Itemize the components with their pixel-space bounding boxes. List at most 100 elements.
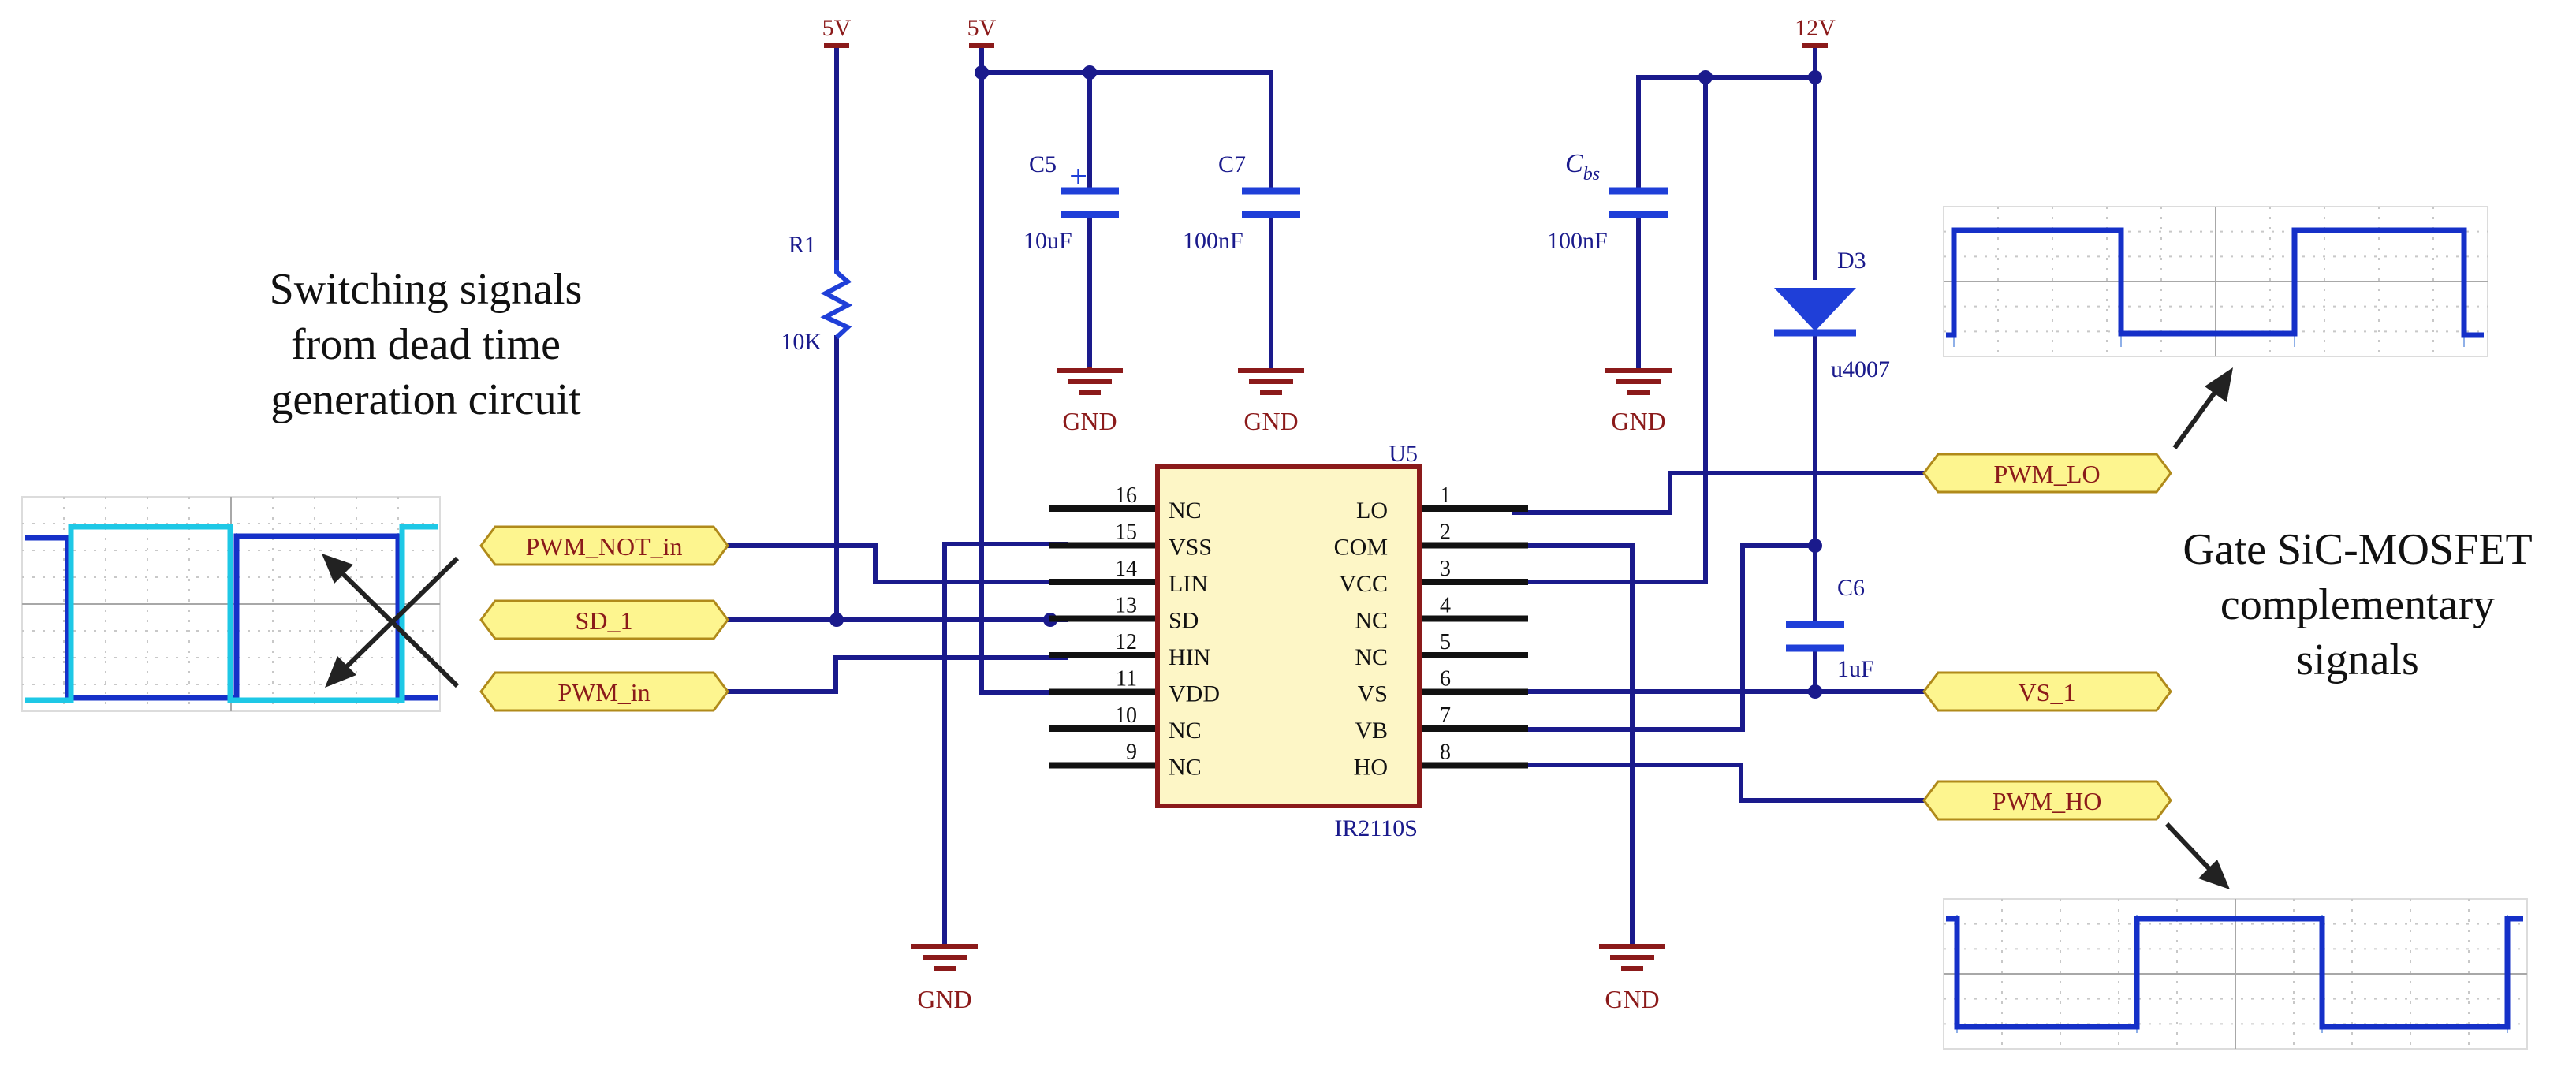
supply-label: 12V bbox=[1795, 15, 1836, 41]
capacitor-c6: C6 1uF bbox=[1786, 575, 1874, 682]
ic-pin-number: 8 bbox=[1440, 740, 1451, 765]
component-value: 10K bbox=[781, 329, 822, 355]
component-ref: C7 bbox=[1218, 151, 1246, 177]
port-pwm-ho: PWM_HO bbox=[1922, 780, 2172, 821]
wires bbox=[727, 43, 1926, 945]
ic-pin-number: 10 bbox=[1115, 703, 1137, 728]
supply-5v-caps: 5V bbox=[967, 15, 997, 48]
component-ref-sub: bs bbox=[1583, 164, 1600, 185]
component-ref: C6 bbox=[1837, 575, 1865, 601]
ic-pin-name: NC bbox=[1169, 498, 1202, 524]
component-ref-main: C bbox=[1565, 149, 1583, 178]
ic-pin-name: VS bbox=[1358, 681, 1388, 707]
ic-pin-number: 15 bbox=[1115, 520, 1137, 545]
port-label: PWM_NOT_in bbox=[525, 532, 682, 561]
ic-pin-name: NC bbox=[1169, 718, 1202, 744]
ground-symbol-c5: GND bbox=[1057, 367, 1123, 435]
input-scope-waveform bbox=[21, 496, 441, 712]
capacitor-c7: C7 100nF bbox=[1183, 151, 1300, 254]
caption-line: complementary bbox=[2220, 580, 2495, 629]
ground-label: GND bbox=[1243, 407, 1298, 435]
right-caption: Gate SiC-MOSFET complementary signals bbox=[2183, 525, 2532, 684]
ic-pin-number: 12 bbox=[1115, 630, 1137, 654]
ic-pins bbox=[1049, 505, 1528, 769]
caption-line: generation circuit bbox=[270, 375, 581, 424]
crossed-arrows bbox=[322, 554, 460, 688]
port-label: PWM_HO bbox=[1993, 787, 2102, 815]
ground-label: GND bbox=[1611, 407, 1665, 435]
ho-scope-waveform bbox=[1943, 898, 2528, 1050]
caption-line: Gate SiC-MOSFET bbox=[2183, 525, 2532, 574]
ground-label: GND bbox=[917, 985, 971, 1013]
ic-pin-name: LO bbox=[1356, 498, 1388, 524]
port-pwm-not-in: PWM_NOT_in bbox=[479, 525, 729, 566]
ground-symbol-com: GND bbox=[1599, 944, 1665, 1013]
ic-pin-name: VCC bbox=[1339, 571, 1388, 597]
ic-pin-number: 14 bbox=[1115, 557, 1137, 581]
component-ref: D3 bbox=[1837, 248, 1866, 274]
ic-pin-number: 4 bbox=[1440, 594, 1451, 618]
ic-pin-number: 7 bbox=[1440, 703, 1451, 728]
ground-symbol-vss: GND bbox=[911, 944, 978, 1013]
port-label: VS_1 bbox=[2019, 678, 2076, 707]
ground-symbol-c7: GND bbox=[1238, 368, 1304, 435]
port-label: PWM_in bbox=[557, 678, 650, 707]
diode-d3: D3 u4007 bbox=[1774, 248, 1890, 382]
component-value: 100nF bbox=[1547, 228, 1608, 254]
ground-symbol-cbs: GND bbox=[1605, 368, 1672, 435]
capacitor-cbs: Cbs 100nF bbox=[1547, 149, 1668, 254]
port-label: PWM_LO bbox=[1993, 460, 2100, 488]
port-pwm-in: PWM_in bbox=[479, 671, 729, 712]
arrow-to-lo-scope bbox=[2172, 367, 2233, 449]
ic-pin-name: LIN bbox=[1169, 571, 1208, 597]
resistor-r1: R1 10K bbox=[781, 232, 853, 355]
ic-pin-name: NC bbox=[1355, 644, 1388, 670]
ic-pin-name: VSS bbox=[1169, 535, 1212, 561]
caption-line: Switching signals bbox=[270, 265, 583, 314]
ic-pin-name: COM bbox=[1334, 535, 1388, 561]
component-value: 1uF bbox=[1837, 656, 1874, 682]
ic-pin-name: HO bbox=[1354, 755, 1388, 781]
lo-scope-waveform bbox=[1943, 206, 2488, 357]
ic-pin-name: NC bbox=[1355, 608, 1388, 634]
ic-pin-name: NC bbox=[1169, 755, 1202, 781]
ic-ref: U5 bbox=[1389, 441, 1418, 467]
ic-pin-number: 6 bbox=[1440, 667, 1451, 692]
ic-pin-name: VB bbox=[1355, 718, 1388, 744]
port-label: SD_1 bbox=[576, 606, 633, 635]
port-pwm-lo: PWM_LO bbox=[1922, 453, 2172, 494]
left-caption: Switching signals from dead time generat… bbox=[270, 265, 583, 424]
ground-label: GND bbox=[1062, 407, 1117, 435]
capacitor-c5: + C5 10uF bbox=[1023, 151, 1119, 254]
arrow-to-ho-scope bbox=[2164, 822, 2230, 889]
port-sd-1: SD_1 bbox=[479, 599, 729, 640]
ic-u5: U5 IR2110S 16NC15VSS14LIN13SD12HIN11VDD1… bbox=[1049, 441, 1528, 841]
supply-label: 5V bbox=[822, 15, 852, 41]
ic-pin-number: 2 bbox=[1440, 520, 1451, 545]
port-vs-1: VS_1 bbox=[1922, 671, 2172, 712]
component-ref: R1 bbox=[788, 232, 816, 258]
junction-dots bbox=[829, 65, 1822, 699]
caption-line: signals bbox=[2296, 636, 2419, 684]
ic-pin-number: 9 bbox=[1126, 740, 1137, 765]
ic-part: IR2110S bbox=[1334, 815, 1418, 841]
component-value: u4007 bbox=[1831, 356, 1890, 382]
ic-pin-number: 1 bbox=[1440, 483, 1451, 508]
ic-pin-name: SD bbox=[1169, 608, 1199, 634]
polarity-icon: + bbox=[1068, 162, 1088, 190]
ic-pin-labels: 16NC15VSS14LIN13SD12HIN11VDD10NC9NC1LO2C… bbox=[1115, 483, 1451, 781]
supply-label: 5V bbox=[967, 15, 997, 41]
ic-pin-number: 5 bbox=[1440, 630, 1451, 654]
ic-pin-number: 11 bbox=[1116, 667, 1137, 692]
ic-pin-number: 16 bbox=[1115, 483, 1137, 508]
ic-pin-number: 13 bbox=[1115, 594, 1137, 618]
component-ref: Cbs bbox=[1565, 149, 1600, 185]
caption-line: from dead time bbox=[291, 320, 561, 369]
ground-label: GND bbox=[1605, 985, 1659, 1013]
component-ref: C5 bbox=[1029, 151, 1057, 177]
ic-pin-name: VDD bbox=[1169, 681, 1220, 707]
component-value: 100nF bbox=[1183, 228, 1243, 254]
ic-pin-name: HIN bbox=[1169, 644, 1210, 670]
ic-pin-number: 3 bbox=[1440, 557, 1451, 581]
